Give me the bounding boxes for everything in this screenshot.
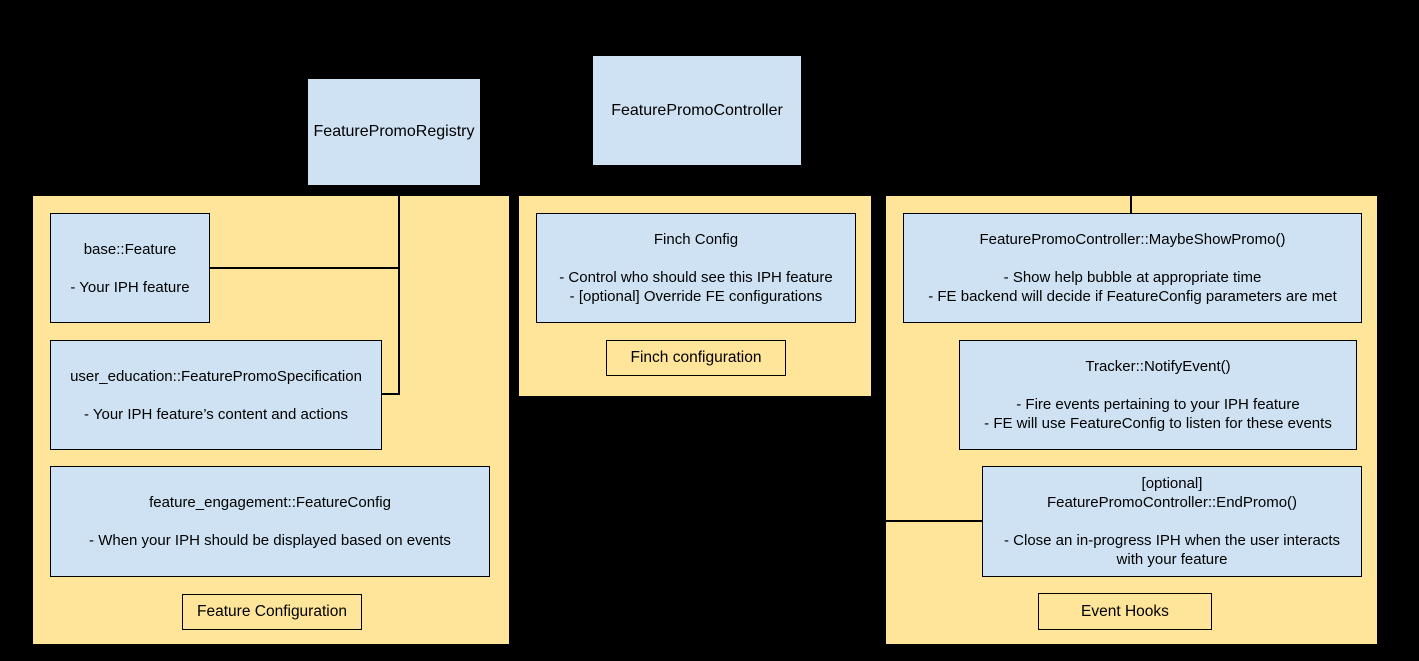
node-bullets: - Control who should see this IPH featur… — [551, 268, 840, 306]
bullet-line: - FE will use FeatureConfig to listen fo… — [984, 415, 1332, 432]
node-title-line: [optional] — [1141, 475, 1203, 492]
bullet-line: - Your IPH feature’s content and actions — [83, 405, 349, 423]
bullet-line: - Close an in-progress IPH when the user… — [1004, 532, 1340, 568]
node-bullets: - Your IPH feature — [62, 278, 197, 297]
connector-end-promo-line-over-panel — [886, 520, 983, 522]
node-title: user_education::FeaturePromoSpecificatio… — [70, 367, 362, 385]
node-finch-config: Finch Config - Control who should see th… — [536, 213, 856, 323]
node-feature-promo-registry: FeaturePromoRegistry — [307, 78, 481, 186]
caption-feature-configuration: Feature Configuration — [182, 594, 362, 630]
node-base-feature: base::Feature - Your IPH feature — [50, 213, 210, 323]
bullet-line: - Show help bubble at appropriate time — [1003, 269, 1262, 286]
node-title: Tracker::NotifyEvent() — [1085, 358, 1231, 375]
connector-controller-line-over-panel — [1130, 196, 1132, 214]
node-title: FeaturePromoController — [611, 101, 783, 119]
caption-label: Event Hooks — [1081, 602, 1169, 620]
bullet-line: - Your IPH feature — [70, 278, 190, 296]
node-feature-engagement-config: feature_engagement::FeatureConfig - When… — [50, 466, 490, 577]
connector-promo-spec-stub-over-panel — [382, 393, 400, 395]
connector-registry-vertical-line-over-panel — [398, 196, 400, 395]
bullet-line: - Control who should see this IPH featur… — [559, 269, 833, 286]
node-bullets: - Close an in-progress IPH when the user… — [983, 531, 1361, 569]
bullet-line: - [optional] Override FE configurations — [569, 288, 823, 305]
bullet-line: - Fire events pertaining to your IPH fea… — [1016, 396, 1300, 413]
node-title: feature_engagement::FeatureConfig — [149, 494, 391, 511]
node-title: FeaturePromoController::MaybeShowPromo() — [979, 231, 1286, 248]
node-maybe-show-promo: FeaturePromoController::MaybeShowPromo()… — [903, 213, 1362, 323]
caption-finch-configuration: Finch configuration — [606, 340, 786, 376]
caption-label: Finch configuration — [630, 349, 762, 366]
node-bullets: - Fire events pertaining to your IPH fea… — [976, 395, 1340, 433]
node-bullets: - Show help bubble at appropriate time -… — [920, 268, 1345, 306]
node-bullets: - When your IPH should be displayed base… — [81, 531, 459, 550]
node-title: base::Feature — [83, 240, 177, 258]
node-feature-promo-specification: user_education::FeaturePromoSpecificatio… — [50, 340, 382, 450]
node-title: FeaturePromoRegistry — [313, 123, 475, 140]
node-feature-promo-controller: FeaturePromoController — [592, 55, 802, 166]
node-title-line: FeaturePromoController::EndPromo() — [1046, 494, 1298, 511]
node-end-promo: [optional] FeaturePromoController::EndPr… — [982, 466, 1362, 577]
bullet-line: - FE backend will decide if FeatureConfi… — [928, 288, 1337, 305]
node-title: [optional] FeaturePromoController::EndPr… — [1047, 474, 1297, 512]
bullet-line: - When your IPH should be displayed base… — [89, 532, 451, 549]
node-tracker-notify-event: Tracker::NotifyEvent() - Fire events per… — [959, 340, 1357, 450]
connector-base-feature-stub-over-panel — [210, 267, 400, 269]
caption-label: Feature Configuration — [197, 603, 347, 620]
node-bullets: - Your IPH feature’s content and actions — [76, 405, 356, 424]
caption-event-hooks: Event Hooks — [1038, 593, 1212, 630]
node-title: Finch Config — [653, 231, 739, 248]
